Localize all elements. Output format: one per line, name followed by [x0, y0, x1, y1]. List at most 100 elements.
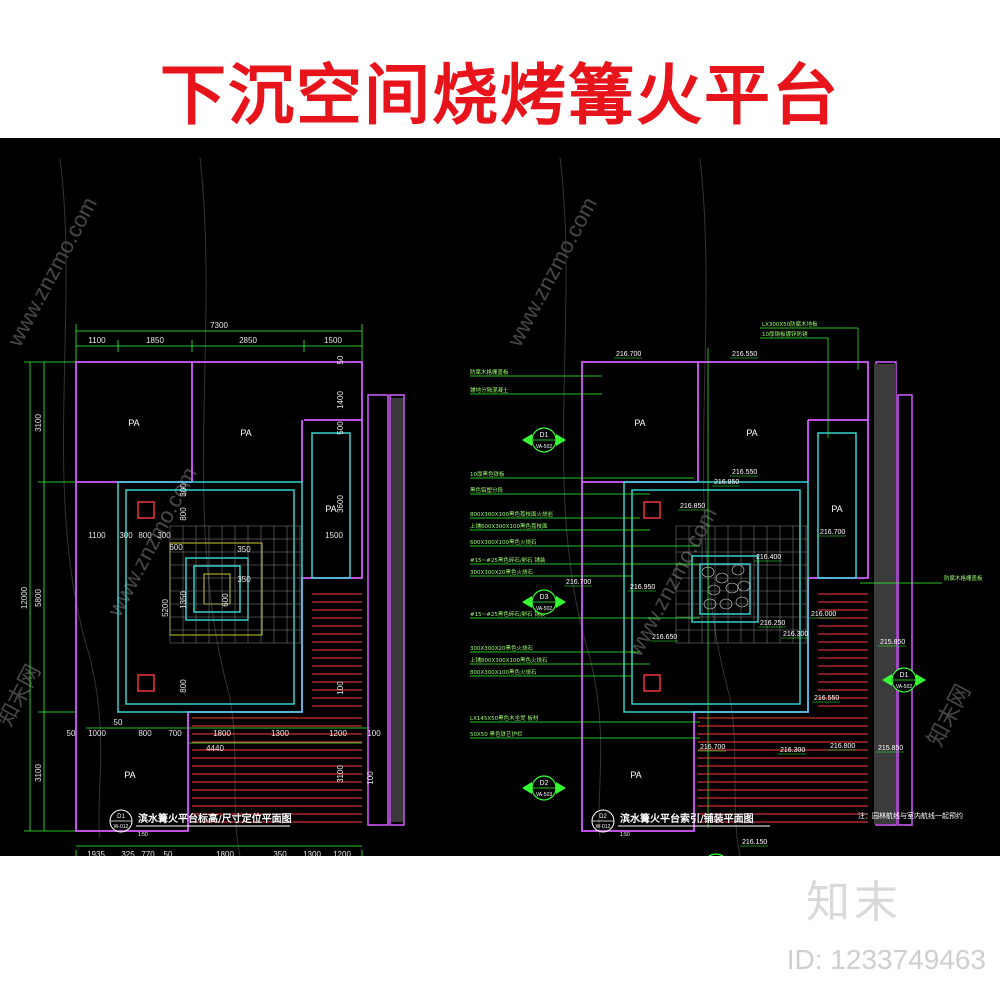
- dim-bottom: 1200: [333, 850, 351, 856]
- plan-2-caption: D2 W-012 滨水篝火平台索引/铺装平面图 1:50: [591, 809, 770, 838]
- plan-2-scale: 1:50: [620, 832, 630, 838]
- callout-label: 300X300X20黑色火烧石: [470, 644, 534, 652]
- dim-inner: 300: [179, 483, 188, 497]
- section-tag-number: D1: [900, 672, 909, 679]
- dim-bottom: 50: [164, 850, 173, 856]
- elevation-label: 216.250: [760, 620, 785, 627]
- cad-drawing: www.znzmo.com www.znzmo.com www.znzmo.co…: [0, 157, 983, 856]
- elevation-label: 216.000: [811, 611, 836, 618]
- watermark-text: www.znzmo.com: [502, 193, 602, 351]
- plan-1-bubble-top: D1: [117, 814, 125, 820]
- dim-inner: 1400: [336, 391, 345, 409]
- dim-row-b-1: 50: [67, 729, 76, 738]
- dim-top-4: 1500: [324, 336, 342, 345]
- dim-row-a-1: 1100: [88, 531, 106, 540]
- plan-2-bubble-top: D2: [599, 814, 607, 820]
- elevation-label: 216.800: [830, 743, 855, 750]
- section-tag-ref: VA-503: [536, 792, 553, 798]
- dim-left-1: 3100: [34, 414, 43, 432]
- watermark-text: 知末网: [0, 661, 46, 731]
- dim-row-b-2: 1000: [88, 729, 106, 738]
- page-title: 下沉空间烧烤篝火平台: [160, 57, 840, 134]
- callout-label: 800X300X100黑色荔枝面火烧岩: [470, 510, 554, 518]
- dim-inner: 3600: [336, 495, 345, 513]
- section-tag-ref: VA-502: [536, 606, 553, 612]
- watermark-text: www.znzmo.com: [2, 193, 102, 351]
- section-tag-ref: VA-502: [896, 684, 913, 690]
- dim-top-1: 1100: [88, 336, 106, 345]
- callout-label: 防腐木格栅盖板: [470, 368, 509, 376]
- watermark-text: 知末网: [923, 681, 976, 751]
- dim-row-b-3: 50: [114, 718, 123, 727]
- dim-row-a-4: 300: [157, 531, 171, 540]
- callout-top: 10厚钢板镀锌防锈: [762, 330, 808, 338]
- plan-2-index-paving-plan: 防腐木格栅盖板铺地分隔混凝土10厚黑色铁板黑色铝塑分段800X300X100黑色…: [470, 320, 983, 856]
- elevation-label: 216.650: [652, 634, 677, 641]
- dim-bottom: 350: [273, 850, 287, 856]
- elevation-label: 216.700: [820, 529, 845, 536]
- dim-bottom: 1800: [216, 850, 234, 856]
- watermark-layer: www.znzmo.com www.znzmo.com www.znzmo.co…: [0, 157, 976, 856]
- elevation-label: 216.850: [714, 479, 739, 486]
- elevation-label: 216.950: [630, 584, 655, 591]
- elevation-label: 216.300: [780, 747, 805, 754]
- elevation-label: 216.400: [756, 554, 781, 561]
- dim-inner: 100: [336, 681, 345, 695]
- elevation-label: 216.850: [680, 503, 705, 510]
- elevation-label: 216.300: [783, 631, 808, 638]
- plan-2-bubble-bottom: W-012: [596, 824, 611, 830]
- dim-row-b-9: 100: [367, 729, 381, 738]
- dim-bottom: 770: [141, 850, 155, 856]
- drawing-note: 注：园林航线与室内航线一起预约: [858, 811, 963, 820]
- dim-inner: 600: [221, 593, 230, 607]
- section-tag-number: D2: [540, 780, 549, 787]
- plan-1-scale: 1:50: [138, 832, 148, 838]
- dim-inner: 800: [179, 679, 188, 693]
- dim-row-a-3: 800: [138, 531, 152, 540]
- zone-label-pa: PA: [128, 418, 139, 428]
- plan-1-bubble-bottom: W-012: [114, 824, 129, 830]
- dim-inner: 350: [237, 575, 251, 584]
- plan-1-caption: D1 W-012 滨水篝火平台标高/尺寸定位平面图 1:50: [109, 809, 292, 838]
- elevation-label: 216.700: [700, 744, 725, 751]
- dim-bottom: 325: [121, 850, 135, 856]
- zone-label-pa: PA: [325, 504, 336, 514]
- section-tag-number: D1: [540, 432, 549, 439]
- dim-bottom: 1300: [303, 850, 321, 856]
- elevation-label: 215.850: [878, 745, 903, 752]
- callout-label: #15~#25黑色碎石/卵石 铺装: [470, 610, 546, 618]
- dim-row-b-6: 1800: [213, 729, 231, 738]
- callout-label: LX145X50黑色木坐凳 板材: [470, 714, 539, 722]
- cad-drawing-canvas: www.znzmo.com www.znzmo.com www.znzmo.co…: [0, 138, 1000, 856]
- dim-row-b-7: 1300: [271, 729, 289, 738]
- dim-inner: 800: [179, 507, 188, 521]
- brand-logo-text: 知末: [806, 877, 902, 928]
- callout-label: 上铺600X300X100黑色荔枝面: [470, 522, 548, 530]
- dim-inner: 1350: [179, 591, 188, 609]
- section-tag-ref: VA-502: [536, 444, 553, 450]
- dim-inner: 1500: [325, 531, 343, 540]
- zone-label-pa: PA: [124, 770, 135, 780]
- dim-inner: 50: [336, 355, 345, 364]
- dim-bottom: 1935: [87, 850, 105, 856]
- dim-row-a-5: 600: [169, 543, 183, 552]
- dim-left-2: 5800: [34, 589, 43, 607]
- dim-top-3: 2850: [239, 336, 257, 345]
- zone-label-pa: PA: [634, 418, 645, 428]
- plan-1-dimension-plan: 7300 1100 1850 2850 1500 12000 3100 5800…: [20, 321, 405, 856]
- elevation-label: 216.700: [616, 351, 641, 358]
- dim-inner: 3100: [336, 765, 345, 783]
- callout-label: 50X50 黑色铁艺护栏: [470, 730, 523, 738]
- dim-row-b-5: 700: [168, 729, 182, 738]
- image-id: ID: 1233749463: [786, 944, 986, 975]
- zone-label-pa: PA: [746, 428, 757, 438]
- dim-row-a-6: 350: [237, 545, 251, 554]
- plan-2-title: 滨水篝火平台索引/铺装平面图: [620, 812, 754, 825]
- callout-right: 防腐木格栅盖板: [944, 574, 983, 582]
- elevation-label: 216.550: [814, 695, 839, 702]
